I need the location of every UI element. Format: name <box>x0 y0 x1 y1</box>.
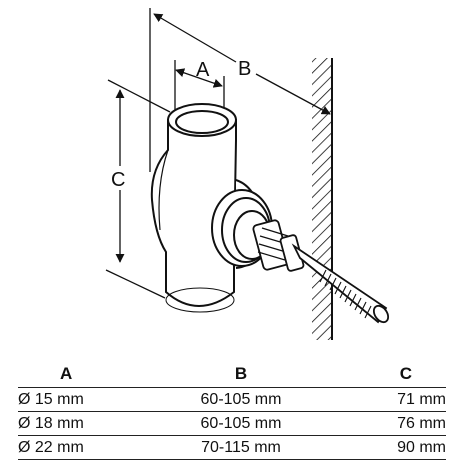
cell-c: 90 mm <box>302 435 446 460</box>
table-row: Ø 22 mm 70-115 mm 90 mm <box>18 435 446 460</box>
cell-a: Ø 22 mm <box>18 435 180 460</box>
dimension-b-label: B <box>238 58 251 80</box>
column-header-c: C <box>302 364 446 388</box>
cell-c: 76 mm <box>302 411 446 436</box>
dimension-b: B <box>153 13 331 115</box>
cell-b: 70-115 mm <box>180 435 302 460</box>
dimension-c-label: C <box>111 169 125 191</box>
valve-body <box>150 103 237 313</box>
wall <box>312 58 333 340</box>
cell-a: Ø 18 mm <box>18 411 180 436</box>
column-header-a: A <box>18 364 180 388</box>
cell-b: 60-105 mm <box>180 411 302 436</box>
extension-lines <box>105 8 225 299</box>
table-row: Ø 18 mm 60-105 mm 76 mm <box>18 411 446 436</box>
table-header-row: A B C <box>18 364 446 388</box>
dimension-a: A <box>175 59 223 88</box>
table-row: Ø 15 mm 60-105 mm 71 mm <box>18 387 446 412</box>
dimension-c: C <box>108 89 132 263</box>
valve-stem <box>291 243 390 324</box>
dimension-a-label: A <box>196 59 210 81</box>
dimension-table: A B C Ø 15 mm 60-105 mm 71 mm Ø 18 mm 60… <box>18 364 446 460</box>
valve-bonnet <box>252 219 305 272</box>
cell-b: 60-105 mm <box>180 387 302 412</box>
cell-a: Ø 15 mm <box>18 387 180 412</box>
column-header-b: B <box>180 364 302 388</box>
valve-dimension-diagram: B A C <box>105 8 390 340</box>
cell-c: 71 mm <box>302 387 446 412</box>
